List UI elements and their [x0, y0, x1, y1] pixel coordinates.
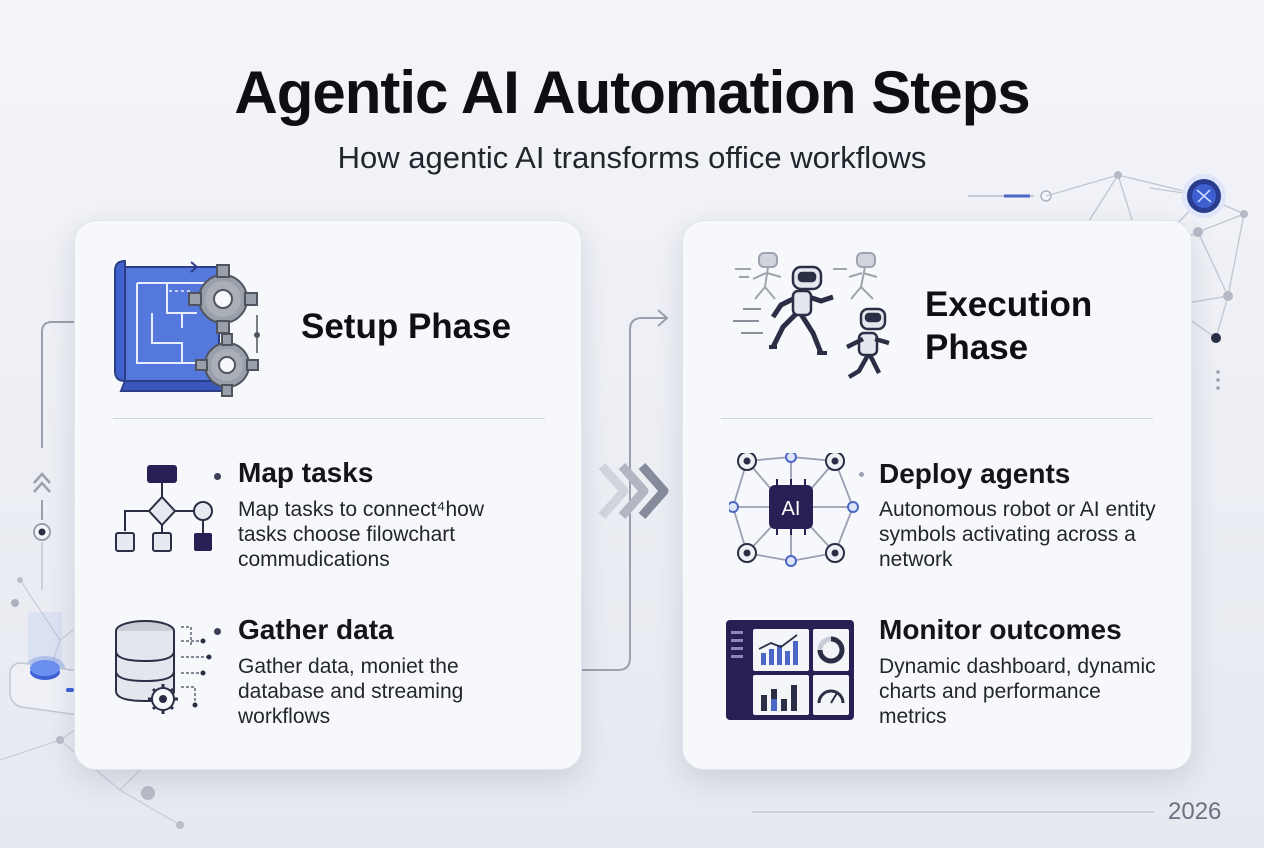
robots-running-icon: [733, 252, 890, 379]
bullet-dot: [214, 473, 221, 480]
flowchart-icon: [115, 465, 213, 552]
execution-phase-title-line1: Execution: [925, 285, 1093, 324]
ai-network-icon: AI: [729, 453, 859, 567]
execution-phase-title-line2: Phase: [925, 328, 1029, 367]
step-desc-deploy-agents: Autonomous robot or AI entity symbols ac…: [879, 498, 1156, 571]
dashboard-icon: [726, 620, 854, 720]
execution-divider: [721, 418, 1153, 419]
step-desc-gather-data: Gather data, moniet the database and str…: [238, 655, 464, 728]
bullet-dot: [859, 472, 864, 477]
setup-divider: [113, 418, 545, 419]
step-title-monitor-outcomes: Monitor outcomes: [879, 614, 1122, 645]
page-subtitle: How agentic AI transforms office workflo…: [337, 140, 927, 175]
setup-phase-title: Setup Phase: [301, 307, 512, 346]
step-desc-monitor-outcomes: Dynamic dashboard, dynamic charts and pe…: [879, 655, 1156, 728]
execution-phase-card: Execution Phase AI Deploy agents Autonom…: [682, 220, 1192, 770]
blueprint-gears-icon: [114, 259, 260, 397]
ai-hub-label: AI: [782, 498, 801, 520]
setup-phase-card: Setup Phase Map tasks Map tasks to conne…: [74, 220, 582, 770]
bullet-dot: [214, 628, 221, 635]
step-title-map-tasks: Map tasks: [238, 457, 374, 488]
step-desc-map-tasks: Map tasks to connect⁴how tasks choose fi…: [238, 498, 484, 571]
database-gear-icon: [115, 620, 212, 714]
page-title: Agentic AI Automation Steps: [234, 59, 1030, 126]
footer-year: 2026: [1168, 798, 1222, 825]
step-title-deploy-agents: Deploy agents: [879, 458, 1071, 489]
step-title-gather-data: Gather data: [238, 614, 394, 645]
